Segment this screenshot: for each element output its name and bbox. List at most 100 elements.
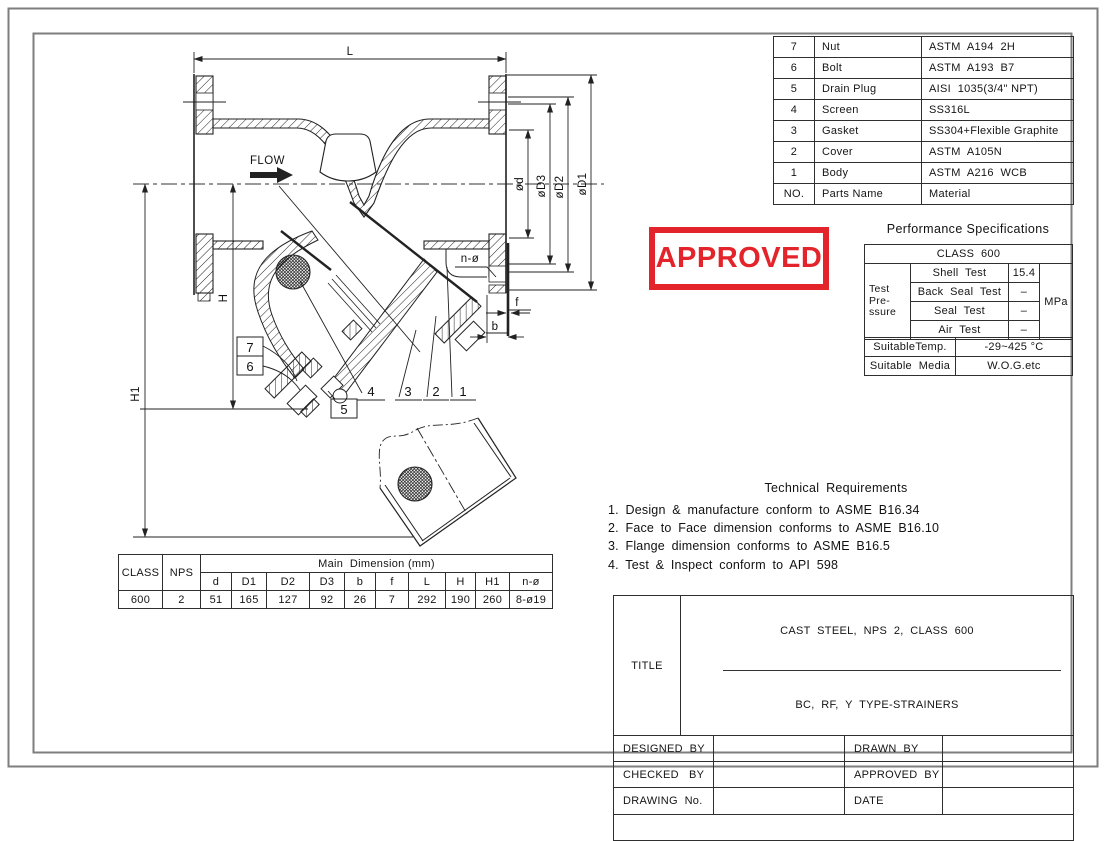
- media-label: Suitable Media: [864, 356, 956, 376]
- drawing-no-value: [713, 787, 845, 815]
- parts-header-no: NO.: [773, 183, 815, 205]
- checked-by-value: [713, 761, 845, 788]
- callout-4: 4: [367, 384, 374, 399]
- temp-label: SuitableTemp.: [864, 337, 956, 357]
- parts-header-material: Material: [921, 183, 1074, 205]
- part-name: Drain Plug: [814, 78, 922, 100]
- part-material: SS316L: [921, 99, 1074, 121]
- detail-mesh: [397, 466, 433, 502]
- designed-by-label: DESIGNED BY: [613, 735, 714, 762]
- drawing-no-label: DRAWING No.: [613, 787, 714, 815]
- dim-label-d: ød: [514, 177, 526, 191]
- dim-label-n-holes: n-ø: [461, 253, 479, 265]
- nps-value: 2: [162, 590, 201, 609]
- drawn-by-label: DRAWN BY: [844, 735, 943, 762]
- class-column-label: CLASS: [118, 554, 163, 591]
- dim-label-d1: øD1: [577, 173, 589, 196]
- dim-value: 165: [231, 590, 267, 609]
- test-name: Shell Test: [910, 263, 1009, 283]
- requirement-item: 1. Design & manufacture conform to ASME …: [608, 503, 920, 517]
- nps-column-label: NPS: [162, 554, 201, 591]
- approved-by-label: APPROVED BY: [844, 761, 943, 788]
- dim-label-b: b: [492, 321, 499, 333]
- flow-label: FLOW: [250, 155, 285, 167]
- part-callouts: [236, 266, 476, 419]
- dim-label-h: H: [218, 294, 230, 303]
- part-material: ASTM A216 WCB: [921, 162, 1074, 184]
- part-material: SS304+Flexible Graphite: [921, 120, 1074, 142]
- dim-col: f: [375, 572, 409, 591]
- dim-label-d2: øD2: [554, 176, 566, 199]
- part-name: Screen: [814, 99, 922, 121]
- part-name: Nut: [814, 36, 922, 58]
- dim-label-d3: øD3: [536, 175, 548, 198]
- designed-by-value: [713, 735, 845, 762]
- technical-requirements-title: Technical Requirements: [764, 481, 908, 495]
- class-value: 600: [118, 590, 163, 609]
- part-material: ASTM A193 B7: [921, 57, 1074, 79]
- dim-value: 260: [475, 590, 510, 609]
- test-value: –: [1008, 282, 1040, 302]
- part-no: 1: [773, 162, 815, 184]
- dim-value: 26: [344, 590, 376, 609]
- dim-label-f: f: [515, 297, 519, 309]
- dim-label-h1: H1: [130, 386, 142, 402]
- title-block-footer: [613, 814, 1074, 841]
- branch-and-screen: [253, 185, 478, 400]
- test-name: Back Seal Test: [910, 282, 1009, 302]
- part-no: 6: [773, 57, 815, 79]
- callout-3: 3: [404, 384, 411, 399]
- part-no: 4: [773, 99, 815, 121]
- dim-col: L: [408, 572, 446, 591]
- callout-7: 7: [246, 340, 253, 355]
- requirement-item: 3. Flange dimension conforms to ASME B16…: [608, 539, 891, 554]
- date-label: DATE: [844, 787, 943, 815]
- requirement-item: 2. Face to Face dimension conforms to AS…: [608, 521, 940, 536]
- drawing-title-line2: BC, RF, Y TYPE-STRAINERS: [795, 699, 959, 711]
- dimensions: [133, 52, 597, 538]
- drain-plug-head: [332, 388, 348, 404]
- dim-value: 7: [375, 590, 409, 609]
- media-value: W.O.G.etc: [955, 356, 1073, 376]
- performance-title: Performance Specifications: [886, 222, 1050, 236]
- dim-label-l: L: [347, 46, 354, 58]
- callout-6: 6: [246, 359, 253, 374]
- requirement-item: 4. Test & Inspect conform to API 598: [608, 557, 839, 572]
- dim-col: D3: [309, 572, 345, 591]
- dim-col: H1: [475, 572, 510, 591]
- part-no: 2: [773, 141, 815, 163]
- dim-col: H: [445, 572, 476, 591]
- screen-mesh: [275, 254, 311, 290]
- title-block: TITLE CAST STEEL, NPS 2, CLASS 600 BC, R…: [613, 595, 1074, 841]
- checked-by-label: CHECKED BY: [613, 761, 714, 788]
- strainer-drawing-sheet: L H H1 ød øD3 øD2 øD1 f b n-ø FLOW 7 6 5…: [7, 7, 1099, 768]
- dimension-table: CLASS NPS Main Dimension (mm) d D1 D2 D3…: [118, 554, 553, 609]
- parts-header-name: Parts Name: [814, 183, 922, 205]
- date-value: [942, 787, 1074, 815]
- callout-1: 1: [459, 384, 466, 399]
- drawing-title-cell: CAST STEEL, NPS 2, CLASS 600 BC, RF, Y T…: [680, 595, 1074, 736]
- part-name: Bolt: [814, 57, 922, 79]
- part-name: Body: [814, 162, 922, 184]
- flow-arrow-icon: [250, 167, 293, 183]
- cover-assembly: [264, 296, 486, 418]
- approved-by-value: [942, 761, 1074, 788]
- dim-col: n-ø: [509, 572, 553, 591]
- class-header: CLASS 600: [864, 244, 1073, 264]
- part-name: Cover: [814, 141, 922, 163]
- dim-value: 51: [200, 590, 232, 609]
- test-name: Seal Test: [910, 301, 1009, 321]
- test-value: –: [1008, 301, 1040, 321]
- screen-detail-view: [378, 417, 517, 547]
- test-value: 15.4: [1008, 263, 1040, 283]
- strainer-body: [183, 74, 521, 336]
- dim-value: 92: [309, 590, 345, 609]
- part-no: 7: [773, 36, 815, 58]
- temp-value: -29~425 °C: [955, 337, 1073, 357]
- dim-col: d: [200, 572, 232, 591]
- dim-col: D1: [231, 572, 267, 591]
- flow-indicator: FLOW: [250, 155, 293, 183]
